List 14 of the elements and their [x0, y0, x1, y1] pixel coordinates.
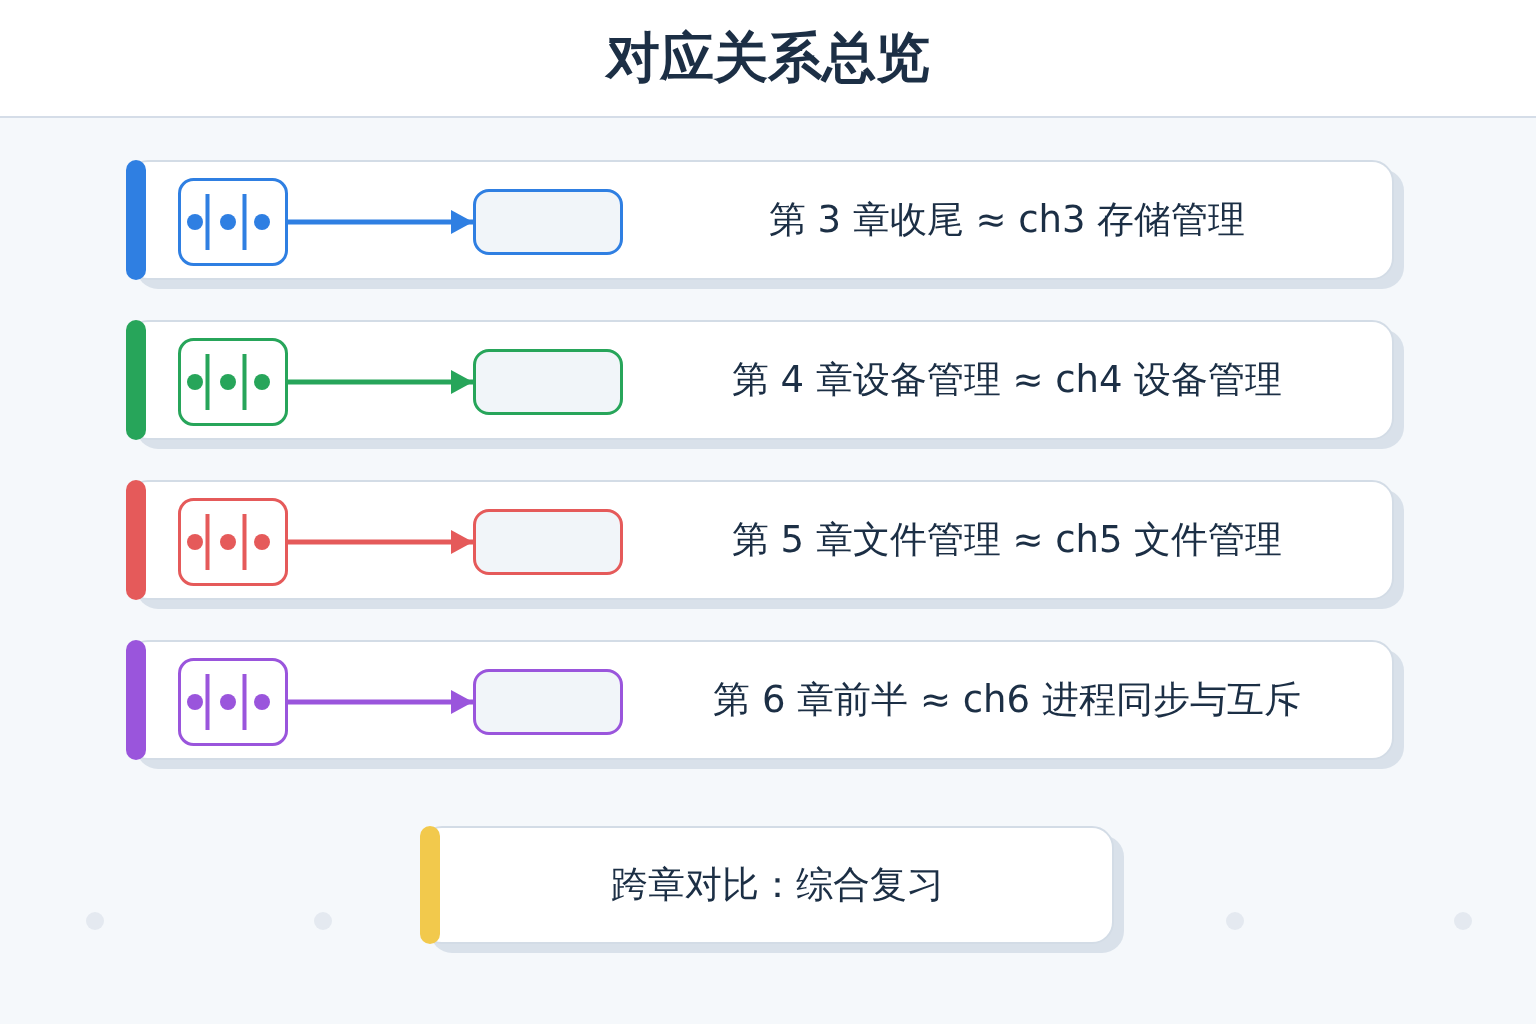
empty-box: [473, 349, 623, 415]
row-label: 第 3 章收尾 ≈ ch3 存储管理: [768, 196, 1246, 243]
empty-box: [473, 669, 623, 735]
row-label: 第 4 章设备管理 ≈ ch4 设备管理: [731, 356, 1283, 403]
arrow: [288, 530, 473, 554]
arrow: [288, 690, 473, 714]
empty-box: [473, 509, 623, 575]
row-label: 第 5 章文件管理 ≈ ch5 文件管理: [731, 516, 1283, 563]
empty-box: [473, 189, 623, 255]
title: 对应关系总览: [606, 25, 930, 91]
arrow: [288, 210, 473, 234]
row-label: 第 6 章前半 ≈ ch6 进程同步与互斥: [713, 676, 1301, 723]
arrow: [288, 370, 473, 394]
row-label: 跨章对比：综合复习: [610, 861, 944, 908]
